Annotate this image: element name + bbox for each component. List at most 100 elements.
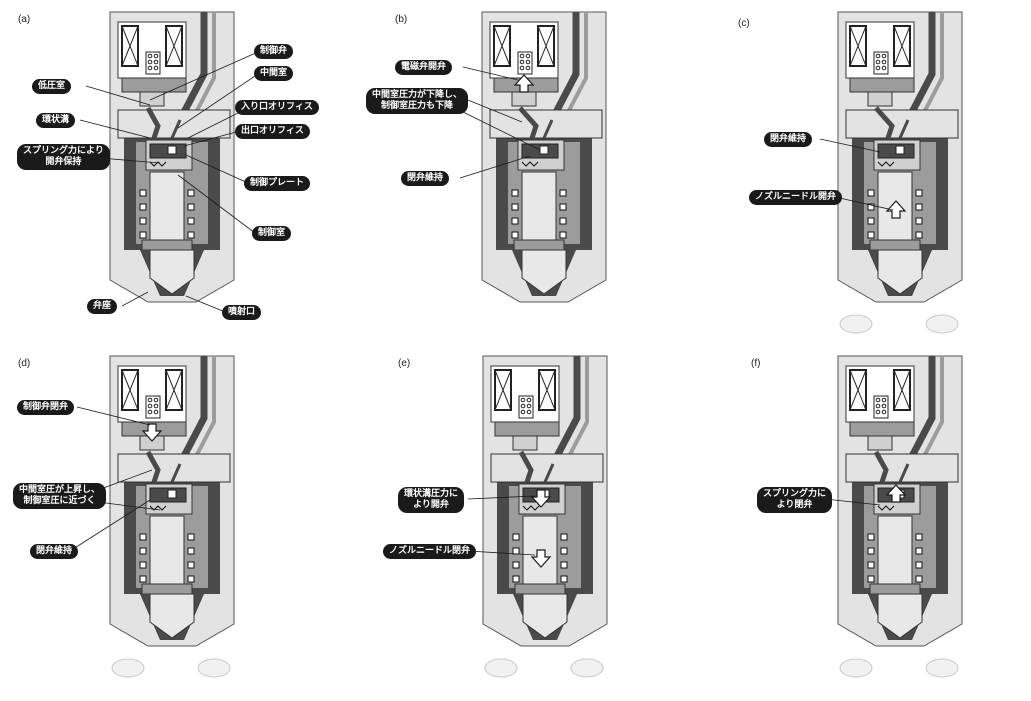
intermediate-channel: [518, 450, 534, 483]
spring-section: [559, 217, 567, 225]
needle-tip: [877, 249, 923, 295]
inlet-orifice: [898, 463, 910, 483]
armature-plate: [849, 77, 915, 93]
spring-coil: [525, 53, 531, 59]
coil-right-cross: [537, 25, 555, 67]
panel-e: (e): [343, 350, 686, 700]
spring-section: [915, 561, 923, 569]
needle-motion-arrow: [530, 549, 552, 568]
needle-collar: [869, 239, 921, 251]
label-control-chamber: 制御室: [252, 226, 292, 241]
spring-coil: [875, 403, 881, 409]
spring-coil: [881, 397, 887, 403]
spring-section: [559, 189, 567, 197]
spring-coil: [153, 409, 159, 415]
spring-section: [139, 189, 147, 197]
coil-right-cross: [165, 369, 183, 411]
needle-tip: [149, 249, 195, 295]
spring-coil: [881, 65, 887, 71]
armature-plate: [849, 421, 915, 437]
spring-coil: [881, 409, 887, 415]
coil-right-cross: [538, 369, 556, 411]
spring-coil: [519, 59, 525, 65]
needle-tip: [522, 593, 568, 639]
injector-diagram: [481, 11, 607, 303]
label-pressure-drop: 中間室圧力が下降し、 制御室圧力も下降: [366, 88, 469, 114]
label-outlet-orifice: 出口オリフィス: [235, 124, 310, 139]
nozzle-needle: [149, 515, 185, 595]
spring-section: [867, 231, 875, 239]
spring-coil: [525, 59, 531, 65]
panel-c: (c): [686, 0, 1029, 350]
spring-coil: [153, 397, 159, 403]
fuel-passage: [551, 356, 581, 462]
label-low-pressure-chamber: 低圧室: [32, 79, 72, 94]
spray-plume: [484, 658, 518, 678]
spring-section: [139, 547, 147, 555]
spray-plume: [570, 658, 604, 678]
spring-section: [512, 533, 520, 541]
needle-tip: [877, 593, 923, 639]
plate-motion-arrow: [530, 489, 552, 508]
spring-section: [187, 561, 195, 569]
label-solenoid-valve-open: 電磁弁開弁: [395, 60, 453, 75]
plate-motion-arrow: [885, 484, 907, 503]
armature-plate: [494, 421, 560, 437]
needle-collar: [141, 239, 193, 251]
armature-plate: [121, 77, 187, 93]
panel-label: (b): [395, 14, 408, 25]
spring-section: [512, 547, 520, 555]
spray-plume: [197, 658, 231, 678]
coil-right-cross: [893, 25, 911, 67]
spring-section: [867, 203, 875, 211]
injector-body-group: [481, 11, 607, 303]
spring-coil: [520, 409, 526, 415]
spray-plume: [925, 658, 959, 678]
spring-section: [139, 203, 147, 211]
spring-section: [915, 533, 923, 541]
spring-section: [867, 217, 875, 225]
outlet-orifice: [167, 145, 177, 155]
spring-section: [187, 575, 195, 583]
control-valve: [139, 91, 165, 107]
spray-plume: [111, 658, 145, 678]
fuel-passage: [906, 356, 936, 462]
spring-section: [560, 533, 568, 541]
spring-coil: [526, 409, 532, 415]
spring-section: [915, 575, 923, 583]
spring-section: [559, 231, 567, 239]
panel-f: (f): [686, 350, 1029, 700]
label-nozzle-needle-open: ノズルニードル開弁: [749, 190, 843, 205]
coil-left-cross: [849, 25, 867, 67]
inlet-orifice: [543, 463, 555, 483]
inlet-orifice: [542, 119, 554, 139]
spring-section: [559, 203, 567, 211]
control-valve: [867, 91, 893, 107]
spring-section: [867, 547, 875, 555]
spray-plume: [839, 658, 873, 678]
outlet-orifice: [539, 145, 549, 155]
spring-coil: [520, 397, 526, 403]
spring-coil: [881, 59, 887, 65]
fuel-passage-inner: [190, 356, 216, 465]
coil-left-cross: [493, 25, 511, 67]
injector-body-group: [482, 355, 608, 678]
panel-label: (e): [398, 358, 411, 369]
fuel-passage: [178, 356, 208, 462]
label-annular-groove: 環状溝: [36, 113, 76, 128]
spring-coil: [519, 53, 525, 59]
panel-label: (a): [18, 14, 31, 25]
control-valve: [867, 435, 893, 451]
spring-section: [867, 189, 875, 197]
spring-section: [560, 575, 568, 583]
spring-coil: [881, 403, 887, 409]
coil-right-cross: [893, 369, 911, 411]
spring-section: [511, 231, 519, 239]
label-injection-hole: 噴射口: [222, 305, 262, 320]
spray-plume: [839, 314, 873, 334]
label-nozzle-needle-close: ノズルニードル閉弁: [383, 544, 477, 559]
needle-collar: [514, 583, 566, 595]
panel-b: (b): [343, 0, 686, 350]
label-spring-force-open: スプリング力により 開弁保持: [17, 144, 110, 170]
magnet-motion-arrow: [513, 74, 535, 93]
